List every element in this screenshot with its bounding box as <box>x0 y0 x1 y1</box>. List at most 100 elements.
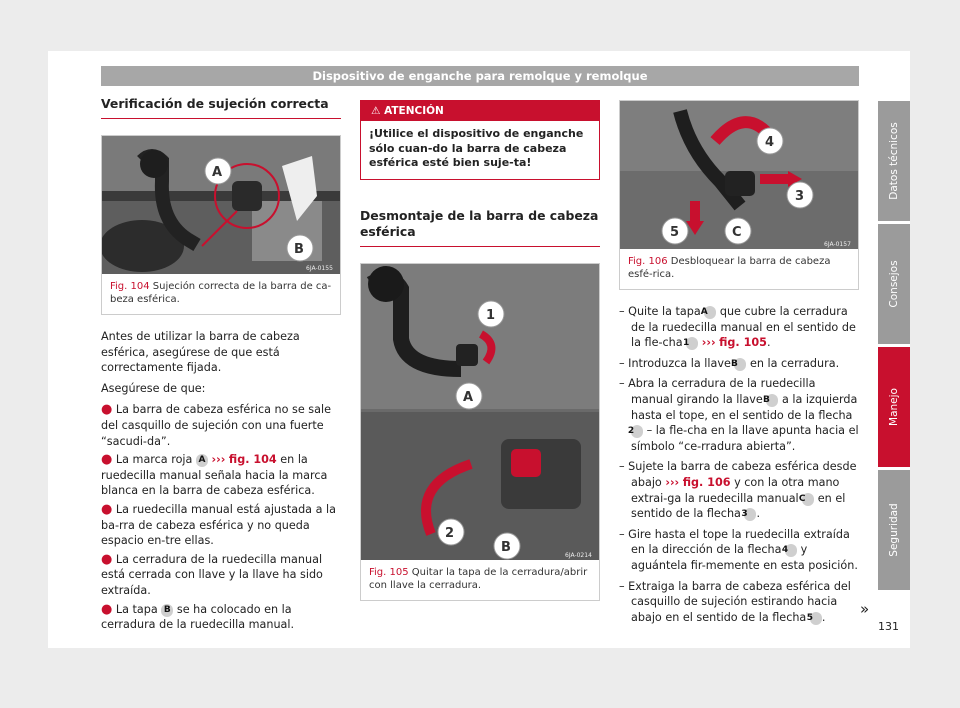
intro-paragraph: Antes de utilizar la barra de cabeza esf… <box>101 330 300 375</box>
bullet-5-post: se ha colocado en la cerradura de la rue… <box>101 602 295 632</box>
key-badge-5: 5 <box>807 611 822 625</box>
key-badge-2: 2 <box>628 425 643 439</box>
bullet-1: ● La barra de cabeza esférica no se sale… <box>101 402 341 449</box>
step-5: – Gire hasta el tope la ruedecilla extra… <box>619 527 858 572</box>
figure-106-number: Fig. 106 <box>628 256 668 267</box>
figure-105-label-1: 1 <box>486 308 495 323</box>
figure-106-label-4: 4 <box>765 135 774 150</box>
step-3-text-c: – la fle-cha en la llave apunta hacia el… <box>631 424 859 453</box>
warning-text: ¡Utilice el dispositivo de enganche sólo… <box>369 127 584 169</box>
bullet-dot: ● <box>101 601 113 617</box>
fig-105-link[interactable]: fig. 105 <box>719 336 767 350</box>
figure-105-code: 6JA-0214 <box>565 552 592 559</box>
figure-106-label-c: C <box>732 225 742 240</box>
bullet-3-text: La ruedecilla manual está ajustada a la … <box>101 502 336 548</box>
figure-106: 4 3 5 C 6JA-0157 Fig. 106 Desbloquear la… <box>619 100 859 290</box>
tab-seguridad[interactable]: Seguridad <box>878 470 910 590</box>
tab-label: Consejos <box>888 260 900 308</box>
fig-106-link[interactable]: fig. 106 <box>682 475 731 489</box>
key-badge-a: A <box>701 306 717 319</box>
warning-header: ⚠ ATENCIÓN <box>361 101 599 121</box>
warning-triangle-icon: ⚠ <box>371 105 381 117</box>
key-badge-c: C <box>799 492 815 506</box>
figure-106-caption-text: Desbloquear la barra de cabeza esfé-rica… <box>628 256 831 280</box>
step-5-text-b: y aguántela fir-memente en esta posición… <box>631 543 858 572</box>
bullet-2: ● La marca roja A ››› fig. 104 en la rue… <box>101 452 341 499</box>
key-badge-b: B <box>161 603 174 617</box>
continue-arrow-icon: » <box>860 600 870 618</box>
step-2: – Introduzca la llave B en la cerradura. <box>619 356 840 371</box>
figure-105-label-2: 2 <box>445 526 454 541</box>
column-2: ⚠ ATENCIÓN ¡Utilice el dispositivo de en… <box>360 96 600 601</box>
step-1-text-b: que cubre la cerradura de la ruedecilla … <box>631 305 856 350</box>
figure-106-illustration: 4 3 5 C 6JA-0157 <box>620 101 858 249</box>
warning-heading: ATENCIÓN <box>384 105 444 117</box>
lead-paragraph: Asegúrese de que: <box>101 381 206 395</box>
key-badge-a: A <box>195 454 208 468</box>
step-3-text-b: a la izquierda hasta el tope, en el sent… <box>631 392 858 422</box>
step-6-text-b: . <box>821 610 826 624</box>
step-1: – Quite la tapa A que cubre la cerradura… <box>619 305 856 351</box>
warning-box: ⚠ ATENCIÓN ¡Utilice el dispositivo de en… <box>360 100 600 180</box>
step-4: – Sujete la barra de cabeza esférica des… <box>619 460 857 522</box>
tab-manejo[interactable]: Manejo <box>878 347 910 467</box>
key-badge-b: B <box>763 393 779 407</box>
bullet-5-pre: La tapa <box>115 602 158 616</box>
figure-106-label-5: 5 <box>670 225 679 240</box>
step-3: – Abra la cerradura de la ruedecilla man… <box>619 377 859 453</box>
page-number: 131 <box>878 620 899 633</box>
figure-104-label-a: A <box>212 165 222 180</box>
figure-104: A B 6JA-0155 Fig. 104 Sujeción correcta … <box>101 135 341 315</box>
lock-cap-removal-icon: 1 A 2 B 6JA-0214 <box>361 263 599 560</box>
figure-104-number: Fig. 104 <box>110 281 150 292</box>
figure-105-illustration: 1 A 2 B 6JA-0214 <box>361 263 599 560</box>
tow-hitch-closeup-icon: A B 6JA-0155 <box>102 136 340 274</box>
bullet-dot: ● <box>101 402 113 418</box>
arrow-glyph: ››› <box>701 336 716 350</box>
bullet-2-post: en la ruedecilla manual señala hacia la … <box>101 453 328 498</box>
step-6-text-a: Extraiga la barra de cabeza esférica del… <box>628 579 851 624</box>
figure-106-caption: Fig. 106 Desbloquear la barra de cabeza … <box>620 249 858 289</box>
tab-consejos[interactable]: Consejos <box>878 224 910 344</box>
fig-104-link[interactable]: fig. 104 <box>228 453 277 467</box>
bullet-4: ● La cerradura de la ruedecilla manual e… <box>101 552 341 599</box>
figure-105-caption: Fig. 105 Quitar la tapa de la cerradura/… <box>361 560 599 600</box>
section-title-verificacion: Verificación de sujeción correcta <box>101 96 341 119</box>
step-1-text-c: . <box>766 336 771 350</box>
step-2-text-a: Introduzca la llave <box>628 356 731 370</box>
arrow-glyph: ››› <box>665 475 680 489</box>
figure-105-label-a: A <box>463 390 473 405</box>
bullet-dot: ● <box>101 452 113 468</box>
figure-104-caption-text: Sujeción correcta de la barra de ca-beza… <box>110 281 332 305</box>
key-badge-b: B <box>731 357 747 371</box>
figure-105: 1 A 2 B 6JA-0214 Fig. 105 Quitar la tapa… <box>360 262 600 601</box>
bullet-dot: ● <box>101 551 113 567</box>
step-2-text-b: en la cerradura. <box>749 356 840 370</box>
arrow-glyph: ››› <box>211 453 226 467</box>
ball-bar-unlock-icon: 4 3 5 C 6JA-0157 <box>620 101 858 249</box>
step-6: – Extraiga la barra de cabeza esférica d… <box>619 579 851 625</box>
figure-104-label-b: B <box>294 242 304 257</box>
figure-104-illustration: A B 6JA-0155 <box>102 136 340 274</box>
key-badge-1: 1 <box>683 337 699 351</box>
key-badge-3: 3 <box>741 508 757 522</box>
bullet-2-pre: La marca roja <box>115 453 193 467</box>
figure-105-number: Fig. 105 <box>369 566 409 578</box>
figure-104-caption: Fig. 104 Sujeción correcta de la barra d… <box>102 274 340 314</box>
section-title-desmontaje: Desmontaje de la barra de cabeza esféric… <box>360 208 600 247</box>
step-1-text-a: Quite la tapa <box>628 305 701 318</box>
figure-105-caption-text: Quitar la tapa de la cerradura/abrir con… <box>369 566 588 591</box>
figure-106-code: 6JA-0157 <box>824 241 851 248</box>
bullet-dot: ● <box>101 501 113 517</box>
bullet-4-text: La cerradura de la ruedecilla manual est… <box>101 552 323 597</box>
tab-label: Manejo <box>888 388 900 426</box>
step-5-text-a: Gire hasta el tope la ruedecilla extraíd… <box>628 527 850 557</box>
step-4-text-a: Sujete la barra de cabeza esférica desde… <box>628 460 857 489</box>
key-badge-4: 4 <box>782 544 798 558</box>
figure-105-label-b: B <box>501 540 511 555</box>
tab-label: Seguridad <box>888 503 900 557</box>
tab-datos-tecnicos[interactable]: Datos técnicos <box>878 101 910 221</box>
bullet-5: ● La tapa B se ha colocado en la cerradu… <box>101 602 341 633</box>
figure-104-code: 6JA-0155 <box>306 265 333 272</box>
bullet-3: ● La ruedecilla manual está ajustada a l… <box>101 502 341 549</box>
